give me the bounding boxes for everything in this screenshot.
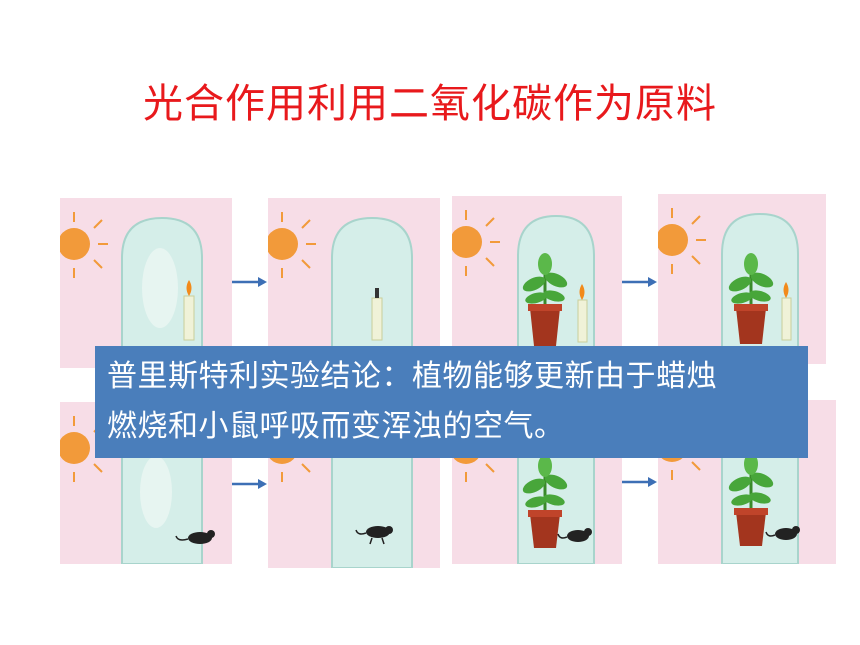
plant-icon: [728, 453, 774, 546]
arrow-icon: [232, 479, 267, 489]
mouse-icon: [765, 526, 800, 540]
candle-lit-icon: [577, 284, 588, 343]
conclusion-callout: 普里斯特利实验结论：植物能够更新由于蜡烛 燃烧和小鼠呼吸而变浑浊的空气。: [95, 346, 808, 458]
conclusion-line-1: 普里斯特利实验结论：植物能够更新由于蜡烛: [107, 359, 717, 394]
sun-icon: [452, 210, 500, 276]
bell-jar: [331, 216, 413, 368]
panel-candle-plant-start: [452, 196, 622, 366]
slide-title: 光合作用利用二氧化碳作为原料: [143, 81, 717, 127]
sun-icon: [60, 212, 108, 278]
arrow-icon: [232, 277, 267, 287]
panel-candle-plant-end: [658, 194, 826, 364]
arrow-icon: [622, 277, 657, 287]
plant-icon: [728, 253, 774, 344]
panel-candle-no-plant-start: [60, 198, 232, 368]
mouse-icon: [175, 530, 215, 544]
mouse-dead-icon: [355, 526, 393, 545]
candle-out-icon: [371, 288, 383, 341]
panel-candle-no-plant-end: [268, 198, 440, 368]
sun-icon: [658, 208, 706, 274]
sun-icon: [268, 212, 316, 278]
candle-lit-icon: [781, 282, 792, 341]
plant-icon: [522, 253, 568, 346]
plant-icon: [522, 455, 568, 548]
candle-lit-icon: [183, 280, 195, 341]
conclusion-line-2: 燃烧和小鼠呼吸而变浑浊的空气。: [107, 409, 565, 444]
mouse-icon: [557, 528, 592, 542]
arrow-icon: [622, 477, 657, 487]
